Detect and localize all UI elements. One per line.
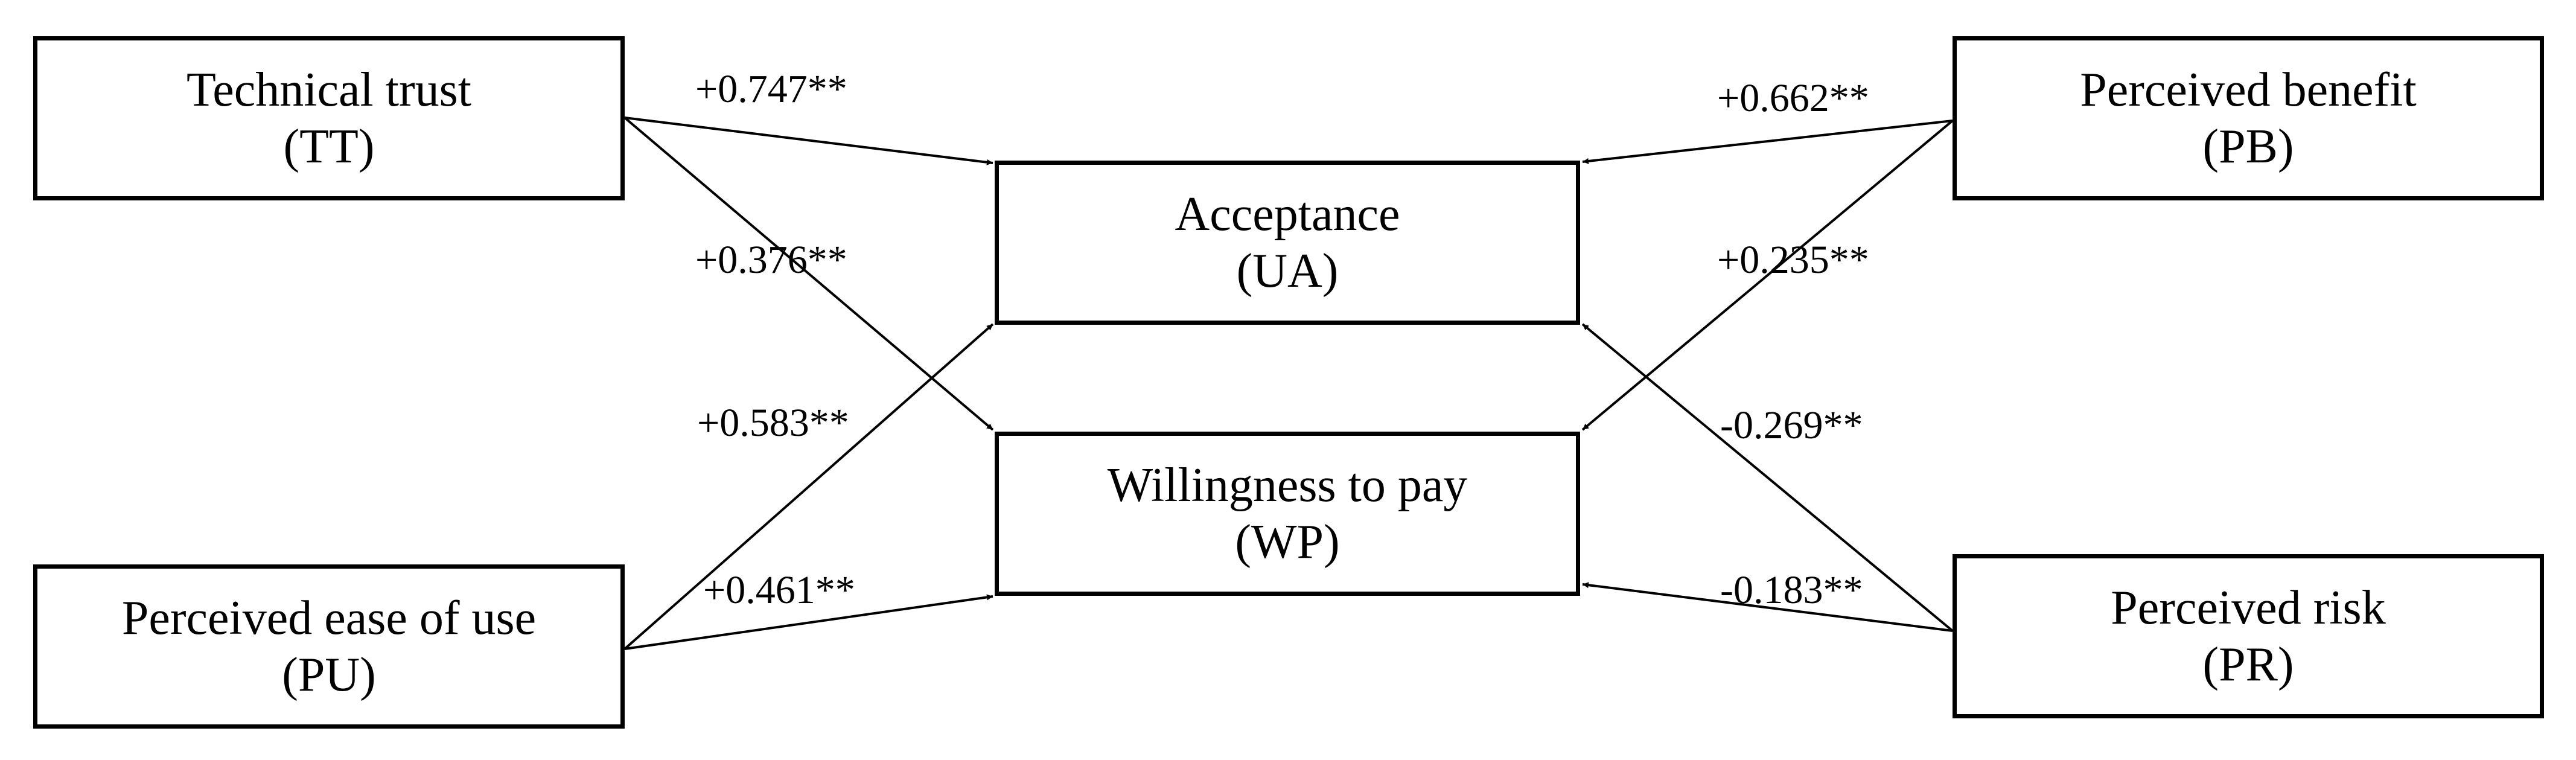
coef-pr-wp: -0.183** xyxy=(1720,568,1863,612)
coef-tt-wp: +0.376** xyxy=(695,238,847,282)
arrow-pb-wp xyxy=(1581,120,1954,431)
node-perceived-benefit: Perceived benefit (PB) xyxy=(1953,36,2544,200)
coef-pu-ua: +0.583** xyxy=(697,401,849,445)
arrow-pr-wp xyxy=(1582,582,1953,632)
node-willingness-to-pay: Willingness to pay (WP) xyxy=(995,432,1580,596)
arrow-pu-ua xyxy=(623,323,994,650)
arrow-pr-ua xyxy=(1581,323,1954,632)
node-perceived-ease-of-use-abbr: (PU) xyxy=(282,648,376,701)
coef-pb-wp: +0.235** xyxy=(1717,238,1869,282)
arrow-pb-ua xyxy=(1582,120,1953,164)
coef-pr-ua: -0.269** xyxy=(1720,403,1863,447)
node-perceived-benefit-abbr: (PB) xyxy=(2202,120,2294,173)
node-acceptance-abbr: (UA) xyxy=(1236,244,1339,298)
node-technical-trust-name: Technical trust xyxy=(187,63,471,117)
coef-pu-wp: +0.461** xyxy=(703,568,855,612)
node-perceived-risk-name: Perceived risk xyxy=(2111,581,2386,634)
node-willingness-to-pay-abbr: (WP) xyxy=(1235,516,1340,569)
node-perceived-benefit-name: Perceived benefit xyxy=(2080,63,2417,117)
arrow-tt-ua xyxy=(624,117,993,165)
node-acceptance: Acceptance (UA) xyxy=(995,161,1580,325)
node-perceived-ease-of-use-name: Perceived ease of use xyxy=(121,591,537,645)
node-technical-trust-abbr: (TT) xyxy=(283,120,375,173)
node-acceptance-name: Acceptance xyxy=(1175,187,1400,241)
node-perceived-risk: Perceived risk (PR) xyxy=(1953,554,2544,718)
node-willingness-to-pay-name: Willingness to pay xyxy=(1107,458,1468,512)
node-perceived-risk-abbr: (PR) xyxy=(2202,638,2294,691)
node-technical-trust: Technical trust (TT) xyxy=(33,36,625,200)
arrow-pu-wp xyxy=(624,594,993,650)
coef-tt-ua: +0.747** xyxy=(695,67,847,111)
node-perceived-ease-of-use: Perceived ease of use (PU) xyxy=(33,564,625,729)
coef-pb-ua: +0.662** xyxy=(1717,76,1869,120)
